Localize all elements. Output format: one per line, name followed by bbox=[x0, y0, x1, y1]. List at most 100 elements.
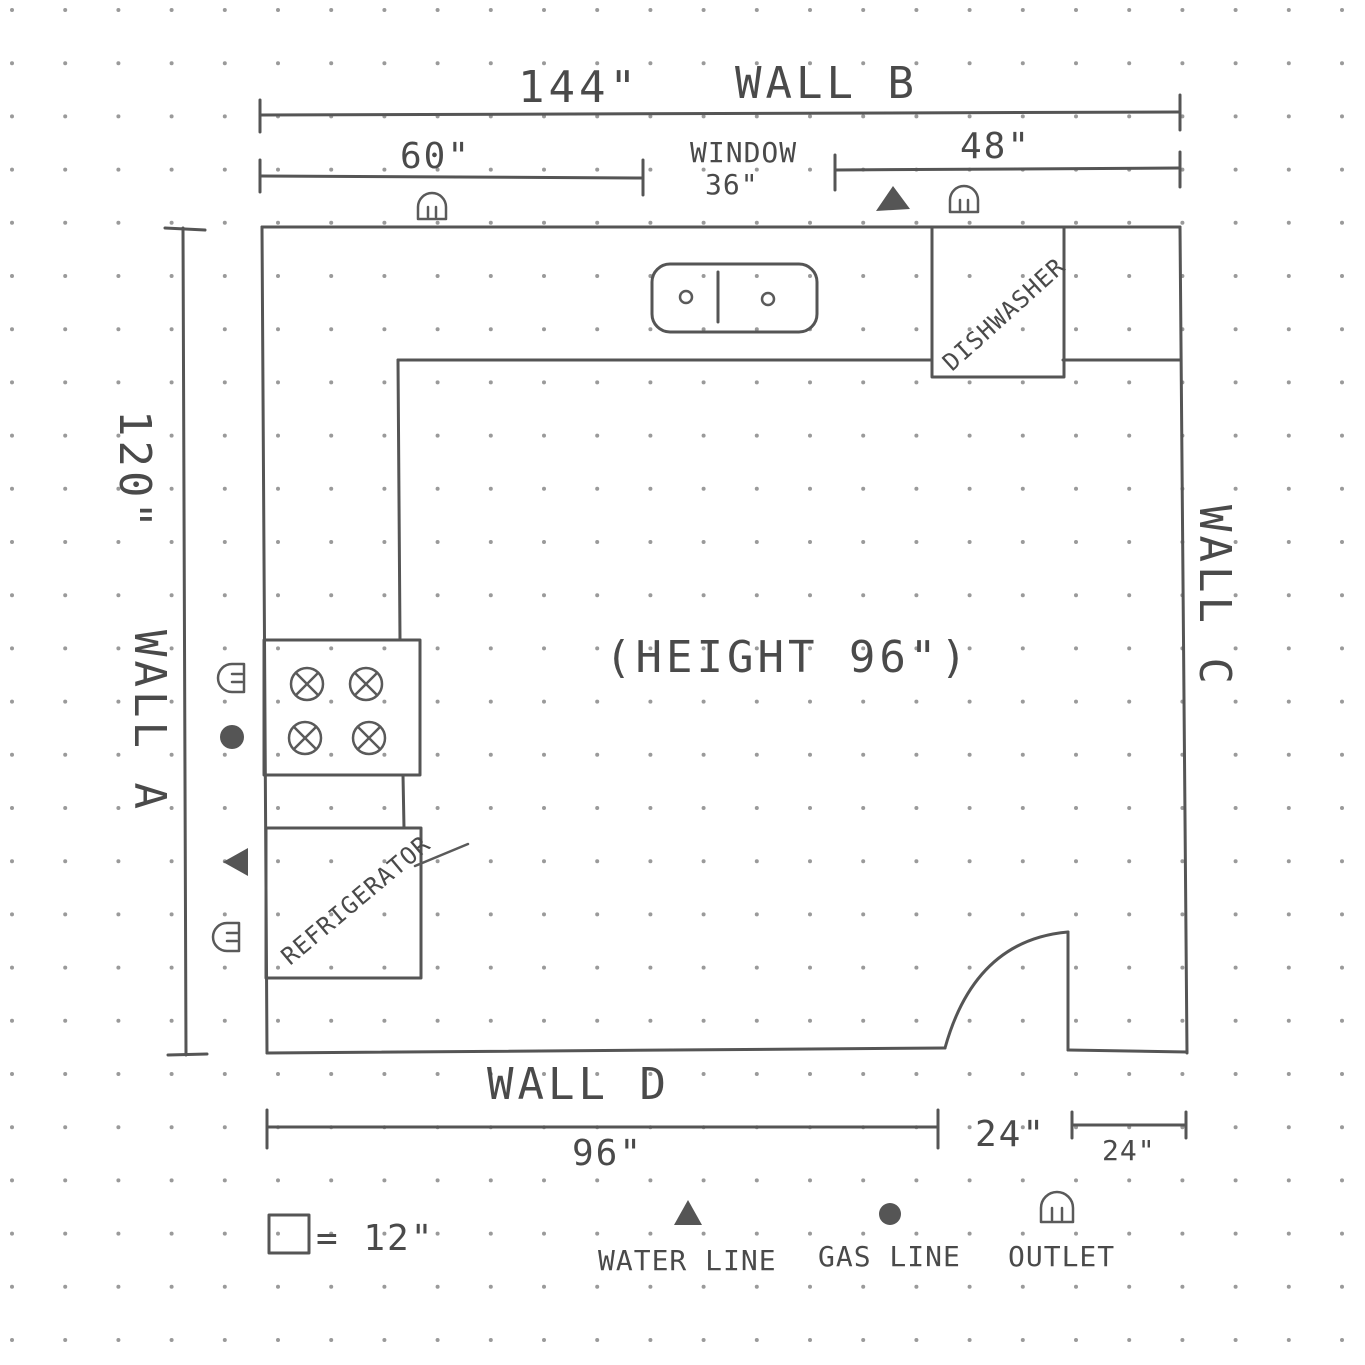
grid-dot bbox=[1233, 486, 1238, 491]
grid-dot bbox=[116, 699, 121, 704]
grid-dot bbox=[435, 1231, 440, 1236]
grid-dot bbox=[754, 1072, 759, 1076]
room-height-label: (HEIGHT 96") bbox=[605, 632, 971, 683]
grid-dot bbox=[488, 167, 493, 172]
grid-dot bbox=[701, 540, 706, 544]
grid-dot bbox=[967, 486, 972, 491]
grid-dot bbox=[701, 433, 706, 438]
grid-dot bbox=[222, 327, 227, 332]
grid-dot bbox=[1286, 433, 1291, 438]
grid-dot bbox=[435, 380, 440, 385]
grid-dot bbox=[967, 912, 972, 917]
dot-grid bbox=[10, 8, 1344, 1342]
grid-dot bbox=[488, 486, 493, 491]
grid-dot bbox=[1233, 965, 1238, 970]
grid-dot bbox=[808, 1178, 812, 1183]
grid-dot bbox=[1233, 646, 1238, 651]
grid-dot bbox=[63, 114, 68, 119]
grid-dot bbox=[1127, 593, 1132, 598]
grid-dot bbox=[1020, 646, 1025, 651]
grid-dot bbox=[1127, 274, 1132, 278]
grid-dot bbox=[329, 486, 334, 491]
grid-dot bbox=[914, 220, 919, 225]
grid-dot bbox=[701, 114, 706, 119]
grid-dot bbox=[382, 433, 387, 438]
grid-dot bbox=[1020, 8, 1025, 12]
grid-dot bbox=[276, 380, 280, 385]
grid-dot bbox=[701, 752, 706, 757]
grid-dot bbox=[914, 752, 919, 757]
door-opening-label: 24" bbox=[975, 1114, 1046, 1155]
legend-water-line-label: WATER LINE bbox=[598, 1244, 777, 1277]
grid-dot bbox=[169, 167, 174, 172]
grid-dot bbox=[10, 327, 14, 332]
grid-dot bbox=[116, 1284, 121, 1289]
grid-dot bbox=[10, 274, 14, 278]
grid-dot bbox=[1233, 167, 1238, 172]
grid-dot bbox=[1127, 486, 1132, 491]
grid-dot bbox=[595, 380, 600, 385]
grid-dot bbox=[861, 61, 866, 66]
grid-dot bbox=[1286, 114, 1291, 119]
grid-dot bbox=[648, 699, 653, 704]
grid-dot bbox=[648, 61, 653, 66]
gas-line-icon bbox=[879, 1203, 901, 1225]
grid-dot bbox=[329, 699, 334, 704]
grid-dot bbox=[10, 912, 14, 917]
grid-dot bbox=[808, 859, 812, 864]
grid-dot bbox=[1074, 540, 1078, 544]
grid-dot bbox=[276, 274, 280, 278]
grid-dot bbox=[1180, 1231, 1185, 1236]
grid-dot bbox=[329, 912, 334, 917]
grid-dot bbox=[808, 646, 812, 651]
grid-dot bbox=[542, 646, 546, 651]
burner-icon bbox=[289, 666, 325, 702]
grid-dot bbox=[488, 965, 493, 970]
grid-dot bbox=[1233, 699, 1238, 704]
grid-dot bbox=[1180, 1284, 1185, 1289]
grid-dot bbox=[10, 540, 14, 544]
grid-dot bbox=[595, 327, 600, 332]
grid-dot bbox=[1340, 327, 1344, 332]
grid-dot bbox=[1074, 912, 1078, 917]
grid-dot bbox=[648, 965, 653, 970]
dishwasher-label: DISHWASHER bbox=[937, 252, 1071, 376]
grid-dot bbox=[1074, 965, 1078, 970]
grid-dot bbox=[1020, 220, 1025, 225]
grid-dot bbox=[116, 1178, 121, 1183]
grid-dot bbox=[276, 327, 280, 332]
grid-dot bbox=[1127, 1072, 1132, 1076]
grid-dot bbox=[1074, 114, 1078, 119]
grid-dot bbox=[1074, 806, 1078, 810]
grid-dot bbox=[63, 327, 68, 332]
grid-dot bbox=[10, 167, 14, 172]
grid-dot bbox=[222, 380, 227, 385]
grid-dot bbox=[435, 1284, 440, 1289]
grid-dot bbox=[1074, 1072, 1078, 1076]
burner-icon bbox=[351, 720, 387, 756]
grid-dot bbox=[1127, 646, 1132, 651]
wall-a-total-label: 120" bbox=[109, 410, 160, 532]
wall-b-right-dimension-line bbox=[833, 150, 1182, 192]
grid-dot bbox=[1074, 486, 1078, 491]
grid-dot bbox=[808, 167, 812, 172]
grid-dot bbox=[1074, 1284, 1078, 1289]
gas-line-icon bbox=[220, 725, 244, 749]
grid-dot bbox=[382, 1178, 387, 1183]
grid-dot bbox=[808, 486, 812, 491]
grid-dot bbox=[488, 646, 493, 651]
grid-dot bbox=[329, 806, 334, 810]
grid-dot bbox=[276, 593, 280, 598]
grid-dot bbox=[861, 8, 866, 12]
grid-dot bbox=[808, 274, 812, 278]
legend-outlet-label: OUTLET bbox=[1008, 1240, 1115, 1273]
grid-dot bbox=[914, 965, 919, 970]
grid-dot bbox=[967, 114, 972, 119]
grid-dot bbox=[595, 1072, 600, 1076]
grid-dot bbox=[435, 486, 440, 491]
grid-dot bbox=[861, 859, 866, 864]
grid-dot bbox=[1340, 220, 1344, 225]
grid-dot bbox=[1127, 965, 1132, 970]
grid-dot bbox=[808, 806, 812, 810]
grid-dot bbox=[754, 1178, 759, 1183]
